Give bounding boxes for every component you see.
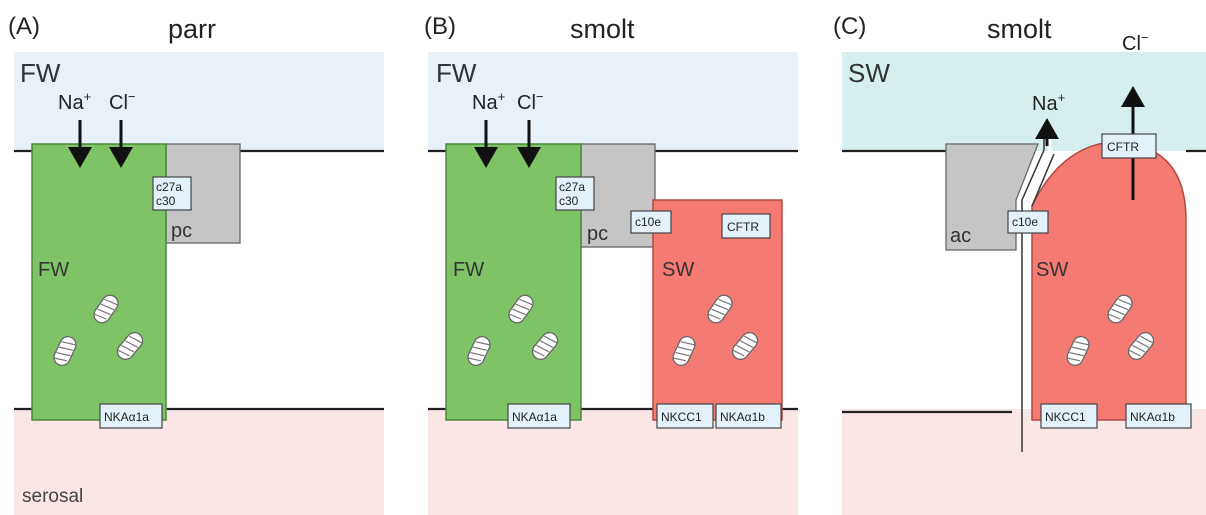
- panel-c-c10e-box: c10e: [1007, 210, 1049, 234]
- panel-c-title: smolt: [987, 14, 1052, 44]
- svg-text:c30: c30: [559, 194, 579, 208]
- panel-a-na-ion: Na+: [58, 89, 91, 114]
- panel-a-nka-box: NKAα1a: [99, 403, 163, 429]
- panel-a-apical-freshwater: [14, 52, 384, 151]
- panel-b-c10e-box: c10e: [630, 210, 672, 234]
- panel-a-pc-label: pc: [171, 220, 192, 242]
- svg-text:Na+: Na+: [472, 89, 505, 114]
- panel-a-fw-ionocyte: [31, 143, 167, 421]
- panel-c-paracellular-line-left: [1021, 136, 1045, 452]
- panel-b-nkcc1-box: NKCC1: [656, 403, 714, 429]
- svg-text:NKAα1a: NKAα1a: [104, 410, 149, 424]
- panel-a-title: parr: [168, 14, 216, 44]
- svg-text:NKCC1: NKCC1: [661, 410, 702, 424]
- panel-b-cftr-box: CFTR: [721, 213, 771, 239]
- panel-c-ac-label: ac: [950, 225, 971, 247]
- panel-b-sw-cell-label: SW: [662, 259, 694, 281]
- panel-c-nkcc1-box: NKCC1: [1040, 403, 1098, 429]
- panel-b-na-ion: Na+: [472, 89, 505, 114]
- panel-b-medium-label: FW: [436, 58, 477, 88]
- svg-text:c27a: c27a: [559, 180, 585, 194]
- panel-b-cl-ion: Cl−: [517, 89, 543, 114]
- svg-text:c27a: c27a: [156, 180, 182, 194]
- svg-text:NKAα1a: NKAα1a: [512, 410, 557, 424]
- svg-text:c10e: c10e: [635, 215, 661, 229]
- panel-b-tight-junction-box: c27a c30: [555, 176, 595, 211]
- panel-a-serosal-region: [14, 409, 384, 515]
- panel-b-apical-freshwater: [428, 52, 798, 151]
- svg-text:Cl−: Cl−: [109, 89, 135, 114]
- panel-b-fw-nka-box: NKAα1a: [507, 403, 571, 429]
- svg-text:NKCC1: NKCC1: [1045, 410, 1086, 424]
- serosal-label: serosal: [22, 486, 83, 507]
- panel-c-sw-cell-label: SW: [1036, 259, 1068, 281]
- panel-c-paracellular-gap: [1027, 136, 1052, 201]
- panel-c: (C) smolt SW ac SW Na+ Cl−: [833, 13, 1206, 515]
- svg-text:NKAα1b: NKAα1b: [1130, 410, 1175, 424]
- panel-b-letter: (B): [424, 13, 456, 40]
- panel-c-medium-label: SW: [848, 58, 890, 88]
- panel-a-cl-ion: Cl−: [109, 89, 135, 114]
- panel-b-fw-cell-label: FW: [453, 259, 484, 281]
- panel-a-letter: (A): [8, 13, 40, 40]
- panel-c-sw-ionocyte: [1031, 141, 1187, 421]
- panel-b-title: smolt: [570, 14, 635, 44]
- panel-c-cl-ion: Cl−: [1122, 30, 1148, 55]
- panel-c-na-ion: Na+: [1032, 90, 1065, 115]
- panel-b: (B) smolt FW pc SW FW Na+ Cl− c27a c: [424, 13, 798, 515]
- svg-text:CFTR: CFTR: [727, 220, 759, 234]
- panel-c-paracellular-line-right: [1031, 153, 1055, 207]
- svg-text:NKAα1b: NKAα1b: [720, 410, 765, 424]
- panel-b-sw-nka-box: NKAα1b: [715, 403, 782, 429]
- panel-c-letter: (C): [833, 13, 866, 40]
- svg-text:CFTR: CFTR: [1107, 140, 1139, 154]
- svg-text:Na+: Na+: [1032, 90, 1065, 115]
- panel-a-tight-junction-box: c27a c30: [152, 176, 192, 211]
- svg-text:Cl−: Cl−: [517, 89, 543, 114]
- panel-a: (A) parr FW pc FW Na+ Cl− c27a c30 NKA: [8, 13, 384, 515]
- svg-text:c10e: c10e: [1012, 215, 1038, 229]
- panel-a-medium-label: FW: [20, 58, 61, 88]
- svg-text:Cl−: Cl−: [1122, 30, 1148, 55]
- panel-b-pc-label: pc: [587, 223, 608, 245]
- panel-c-cftr-box: CFTR: [1101, 133, 1157, 159]
- panel-a-fw-cell-label: FW: [38, 259, 69, 281]
- svg-text:Na+: Na+: [58, 89, 91, 114]
- svg-text:c30: c30: [156, 194, 176, 208]
- panel-c-nka-box: NKAα1b: [1125, 403, 1192, 429]
